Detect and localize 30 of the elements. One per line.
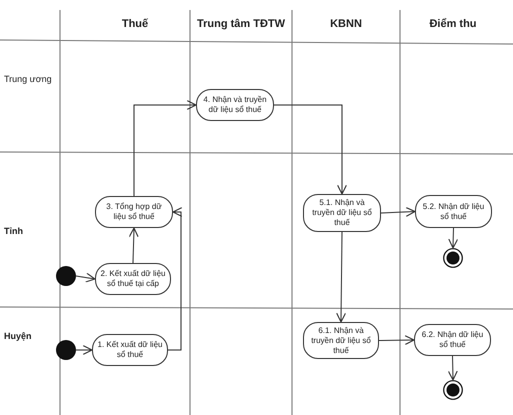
arrow	[134, 100, 197, 196]
activity-box: 6.1. Nhận và truyền dữ liệu sổ thuế	[303, 322, 379, 359]
activity-box: 4. Nhận và truyền dữ liệu sổ thuế	[196, 89, 274, 121]
row-header: Tỉnh	[4, 226, 23, 236]
activity-box: 5.1. Nhận và truyền dữ liệu sổ thuế	[303, 194, 381, 232]
arrow	[128, 227, 139, 264]
end-node	[443, 248, 463, 268]
arrow	[76, 344, 93, 356]
activity-box: 2. Kết xuất dữ liệu sổ thuế tại cấp	[95, 263, 171, 295]
lane-header: KBNN	[330, 18, 362, 30]
arrow	[448, 228, 458, 249]
arrow	[274, 104, 348, 195]
activity-box: 6.2. Nhận dữ liệu sổ thuế	[414, 324, 491, 356]
activity-box: 3. Tổng hợp dữ liệu sổ thuế	[95, 196, 173, 228]
start-node	[56, 340, 76, 360]
row-header: Trung ương	[4, 74, 52, 84]
activity-box: 5.2. Nhận dữ liệu sổ thuế	[415, 195, 492, 228]
start-node	[56, 266, 76, 286]
end-node	[443, 380, 463, 400]
arrow	[378, 335, 415, 346]
arrow	[76, 272, 96, 283]
arrow	[448, 356, 458, 381]
arrow	[336, 232, 346, 323]
lane-header: Điểm thu	[429, 18, 477, 30]
lane-header: Trung tâm TĐTW	[197, 18, 285, 30]
activity-box: 1. Kết xuất dữ liệu sổ thuế	[92, 334, 168, 366]
row-header: Huyện	[4, 331, 32, 341]
lane-header: Thuế	[122, 18, 148, 30]
arrow	[380, 206, 416, 217]
arrow	[168, 206, 183, 350]
